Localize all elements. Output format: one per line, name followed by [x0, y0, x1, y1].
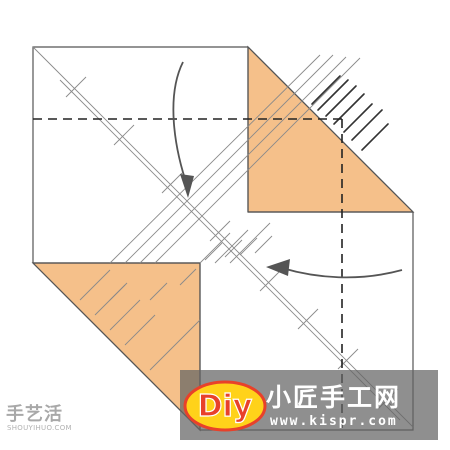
diy-logo: Diy [183, 380, 267, 432]
diy-logo-text: Diy [198, 389, 253, 424]
fold-arrow-left [281, 267, 403, 279]
brand-banner: Diy 小匠手工网 www.kispr.com [180, 370, 438, 440]
watermark-site-name: 手艺活 [6, 404, 63, 425]
site-watermark: 手艺活 SHOUYIHUO.COM [6, 400, 106, 440]
watermark-site-domain: SHOUYIHUO.COM [7, 424, 72, 432]
top-right-flap [247, 45, 415, 213]
hatch-marks [311, 75, 389, 151]
brand-name: 小匠手工网 [266, 383, 402, 412]
fold-arrow-down [172, 61, 189, 189]
brand-url: www.kispr.com [270, 414, 398, 429]
fold-arrow-left-head [266, 259, 290, 276]
fold-arrow-down-head [180, 174, 194, 198]
